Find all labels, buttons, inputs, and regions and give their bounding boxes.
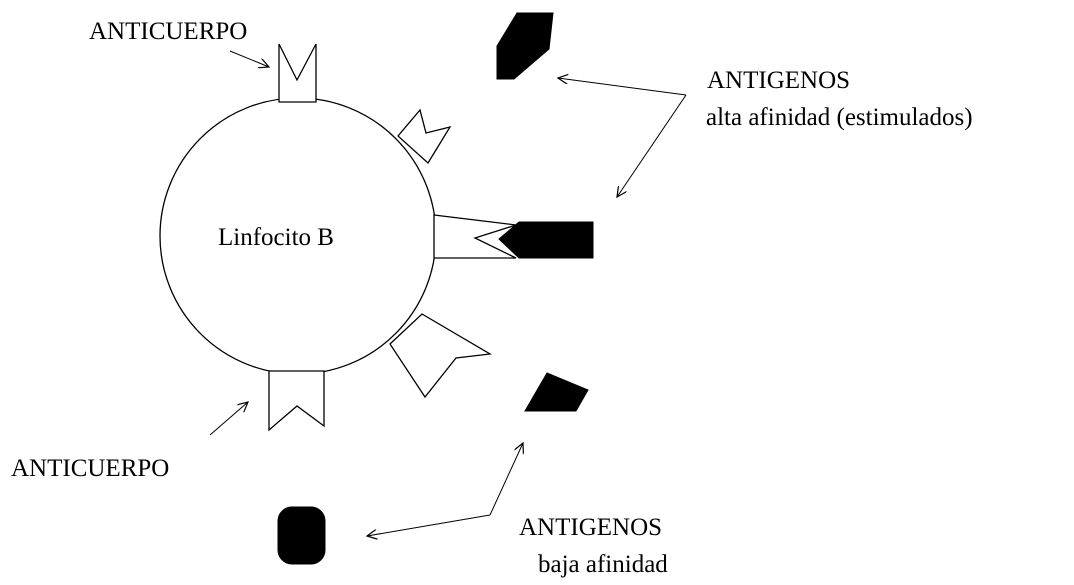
antibody-receptor-right bbox=[433, 214, 517, 259]
antigen-high-affinity-bound bbox=[498, 221, 594, 259]
antibody-receptor-lower-right bbox=[389, 313, 492, 399]
antigen-high-affinity-top bbox=[496, 12, 554, 80]
antibody-receptor-top bbox=[278, 43, 317, 103]
antigens-low-affinity-subtitle: baja afinidad bbox=[538, 551, 668, 578]
antigens-low-affinity-title: ANTIGENOS bbox=[519, 514, 662, 541]
arrow-high-to-top-antigen bbox=[558, 78, 687, 96]
arrow-antibody-top bbox=[229, 50, 269, 67]
antigens-high-affinity-title: ANTIGENOS bbox=[707, 67, 850, 94]
antigen-low-affinity-rounded bbox=[277, 506, 326, 565]
cell-label: Linfocito B bbox=[218, 224, 334, 251]
antigens-high-affinity-subtitle: alta afinidad (estimulados) bbox=[706, 104, 973, 131]
antibody-label-top: ANTICUERPO bbox=[89, 18, 247, 45]
antibody-receptor-bottom bbox=[268, 370, 325, 432]
arrow-high-to-bound-antigen bbox=[617, 94, 687, 197]
antigen-low-affinity-irregular bbox=[524, 372, 589, 412]
arrow-antibody-bottom bbox=[209, 402, 248, 436]
antibody-label-bottom: ANTICUERPO bbox=[11, 455, 169, 482]
antibody-receptor-upper-right bbox=[397, 108, 452, 165]
arrow-low-to-rounded-antigen bbox=[367, 514, 491, 536]
arrow-low-to-irregular-antigen bbox=[489, 443, 523, 516]
